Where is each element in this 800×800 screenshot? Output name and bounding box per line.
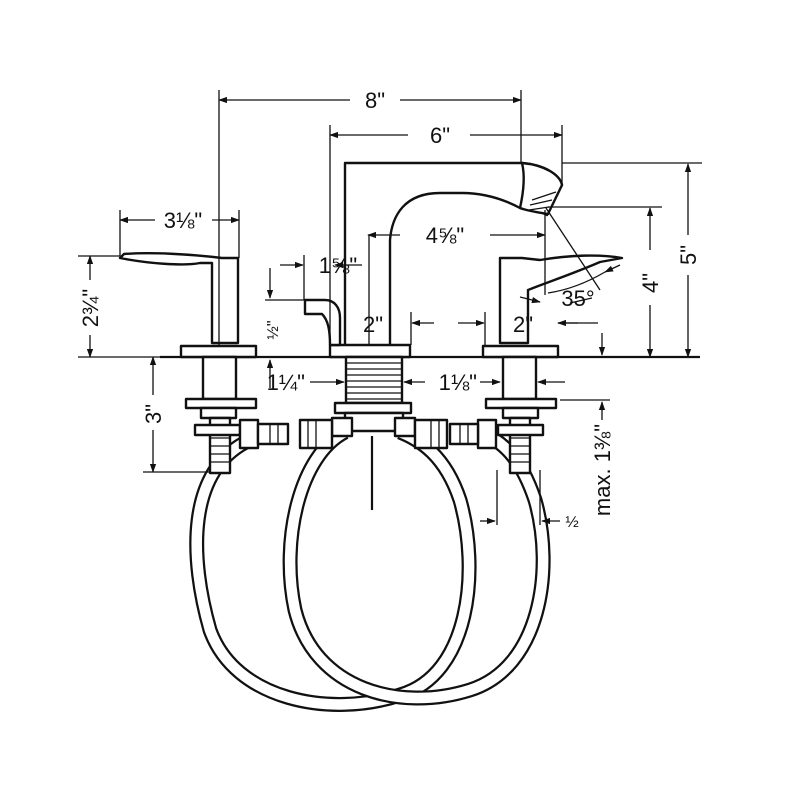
spout [298,161,564,510]
label-shank-length: 3" [141,404,166,424]
label-handle-base-gap: 2" [513,312,533,337]
label-lever-offset: 1⅝" [319,253,357,278]
label-handle-depth: 3⅛" [164,208,202,233]
dimension-labels: 8" 6" 3⅛" 4⅝" 1⅝" 2¾" ½" 2" 2" 35° 4" 5"… [78,88,701,531]
label-handle-shank-dia: 1⅛" [439,370,477,395]
spout-shank-thread [346,362,402,400]
left-handle-valve [118,252,290,475]
label-lever-height: ½" [265,320,282,339]
label-spout-shank-dia: 1¼" [267,370,305,395]
label-overall-width: 8" [365,88,385,113]
label-clearance: 4⅝" [426,223,464,248]
dimension-lines [78,90,702,525]
label-handle-height: 2¾" [78,289,103,327]
right-handle-valve [448,254,624,475]
label-overall-height: 5" [676,245,701,265]
label-max-deck-thickness: max. 1⅜" [590,424,615,516]
label-connection-size: ½ [565,514,578,531]
label-aerator-height: 4" [638,273,663,293]
label-spout-base-gap: 2" [363,312,383,337]
label-spray-angle: 35° [561,286,594,311]
supply-hoses [189,425,551,712]
label-spout-reach: 6" [430,123,450,148]
